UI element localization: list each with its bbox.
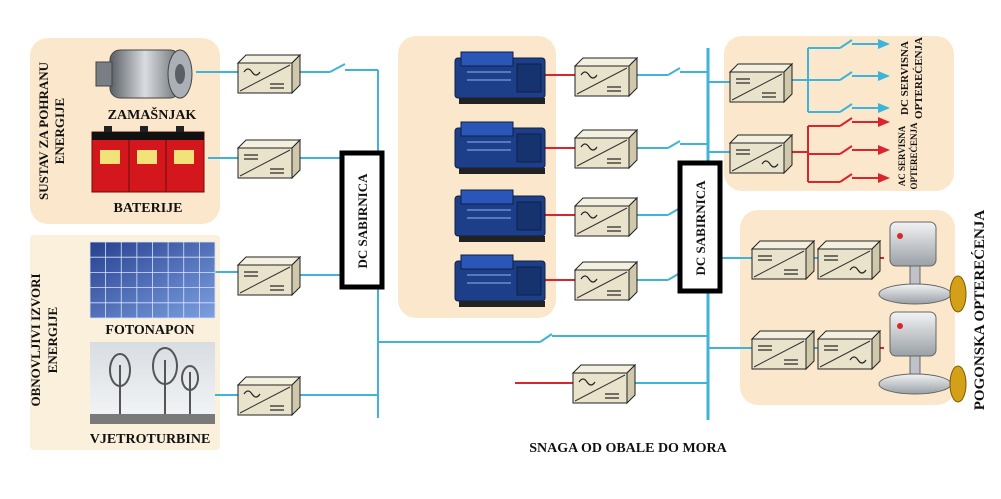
dc-service-label-line1: DC SERVISNA <box>899 41 911 115</box>
dc-busbar-left <box>339 150 385 290</box>
solar-panel-icon <box>89 241 216 319</box>
wind-turbines-label: VJETROTURBINE <box>90 432 211 447</box>
batteries-label: BATERIJE <box>114 201 183 216</box>
busbar-right-label: DC SABIRNICA <box>693 180 708 276</box>
diesel-generator-icon <box>454 254 546 307</box>
storage-label-line1: SUSTAV ZA POHRANU <box>36 61 51 200</box>
busbar-left-label: DC SABIRNICA <box>355 173 370 269</box>
load-arrow-icon <box>878 117 890 183</box>
wind-turbine-icon <box>90 342 215 424</box>
ac-wiring <box>515 74 884 384</box>
generator-group <box>454 51 546 307</box>
ac-service-label-line1: AC SERVISNA <box>897 125 907 186</box>
generators-panel <box>398 36 556 318</box>
load-arrow-icon <box>878 39 890 113</box>
converter-symbols <box>243 68 867 411</box>
flywheel-icon <box>95 49 193 99</box>
shore-power-label: SNAGA OD OBALE DO MORA <box>529 441 727 456</box>
switch-icon <box>839 117 853 183</box>
flywheel-label: ZAMAŠNJAK <box>108 106 197 123</box>
dc-wiring <box>196 43 878 420</box>
ac-service-label-line2: OPTEREĆENJA <box>909 122 919 190</box>
renewables-label-line2: ENERGIJE <box>45 307 60 373</box>
renewables-label-line1: OBNOVLJIVI IZVORI <box>28 273 43 406</box>
diesel-generator-icon <box>454 121 546 174</box>
dc-service-label-line2: OPTEREĆENJA <box>913 37 925 119</box>
propulsion-label: POGONSKA OPTEREĆENJA <box>971 210 988 411</box>
diesel-generator-icon <box>454 189 546 242</box>
switch-icon <box>329 39 853 343</box>
dc-busbar-right <box>677 160 723 294</box>
storage-label-line2: ENERGIJE <box>52 98 67 164</box>
battery-icon <box>91 126 205 193</box>
diesel-generator-icon <box>454 51 546 104</box>
azimuth-thruster-icon <box>878 221 967 403</box>
photovoltaic-label: FOTONAPON <box>105 323 194 338</box>
